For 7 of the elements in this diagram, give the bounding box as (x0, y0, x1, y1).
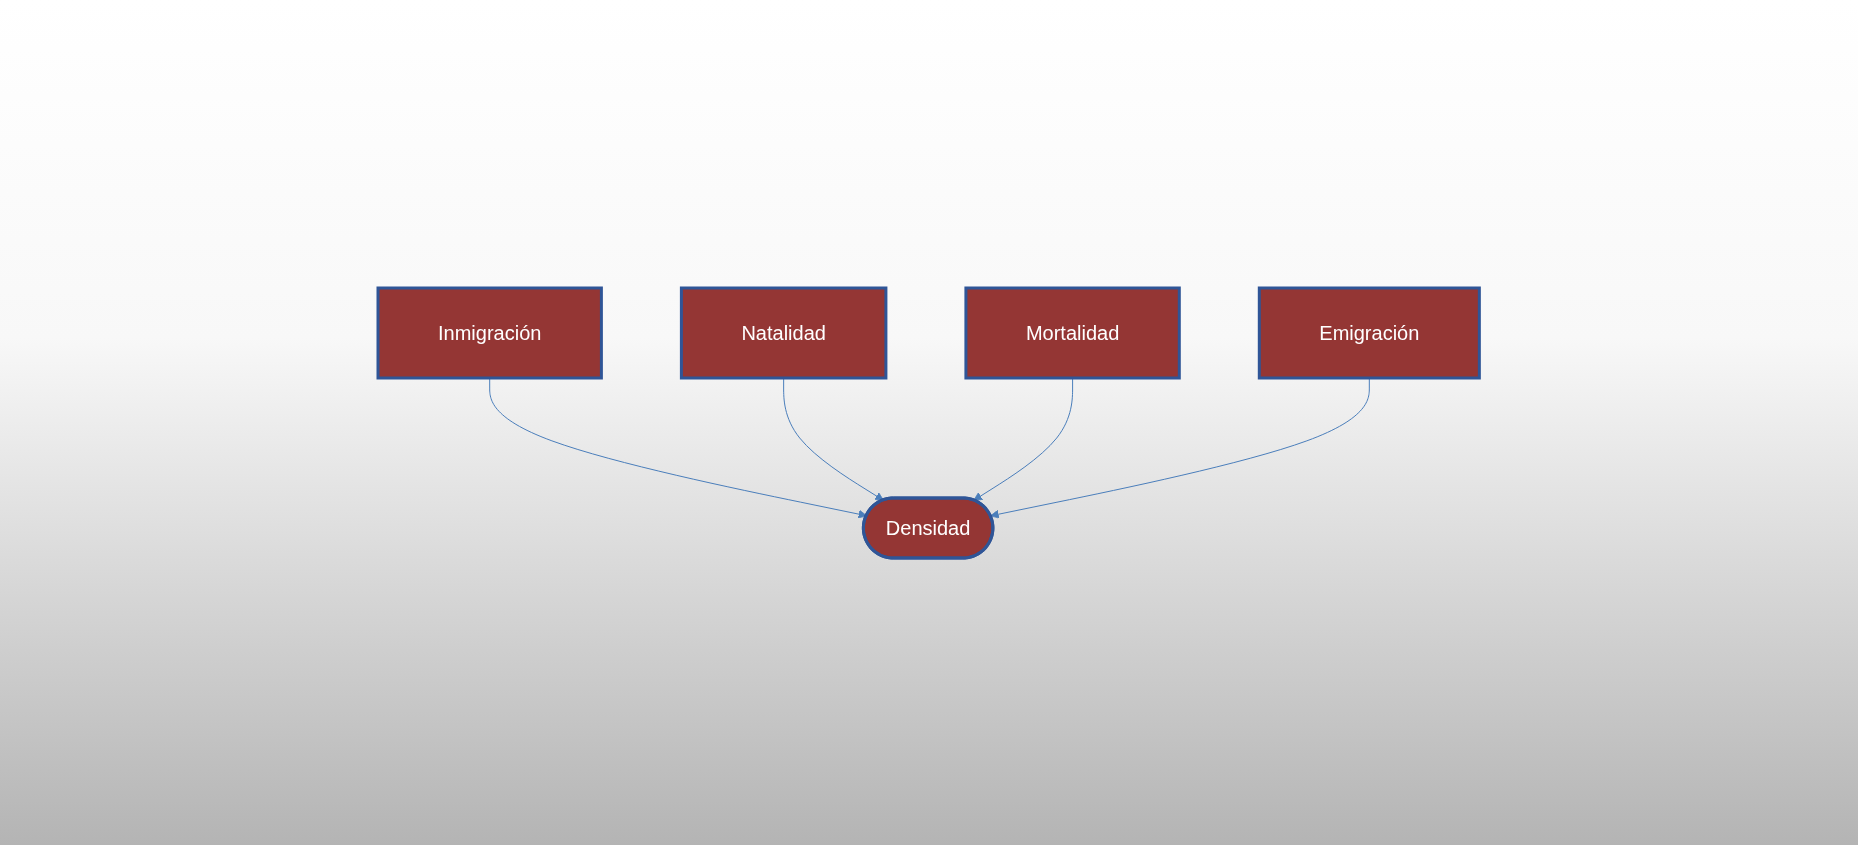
arrow (973, 377, 1074, 501)
node-box: Inmigración (376, 286, 604, 379)
node-box: Mortalidad (964, 286, 1182, 379)
node-box: Natalidad (680, 286, 888, 379)
arrow (990, 377, 1371, 519)
arrow (783, 377, 885, 501)
node-box: Emigración (1258, 286, 1482, 379)
